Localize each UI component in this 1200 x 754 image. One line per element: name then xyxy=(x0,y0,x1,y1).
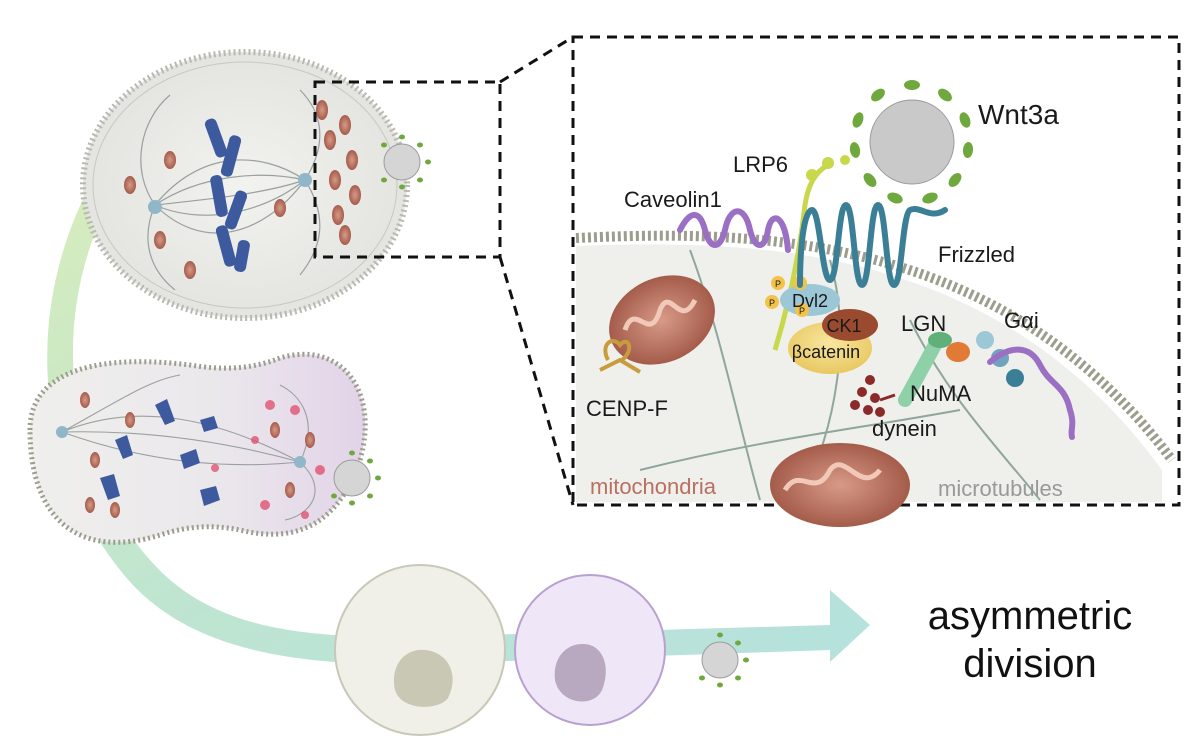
cenpf-protein xyxy=(599,339,642,374)
numa-protein xyxy=(946,342,970,362)
frizzled-receptor xyxy=(797,201,948,289)
caption-asymmetric-division: asymmetric division xyxy=(880,592,1180,688)
mitochondrion-large-2 xyxy=(770,443,910,527)
label-numa: NuMA xyxy=(910,381,971,406)
lgn-protein xyxy=(898,332,952,407)
label-wnt3a: Wnt3a xyxy=(978,99,1059,130)
label-lgn: LGN xyxy=(901,311,946,336)
metaphase-cell xyxy=(80,49,431,321)
inset-panel: P P P P xyxy=(575,80,1177,527)
wnt-bead-small-3 xyxy=(699,632,749,688)
wnt-bead-small-2 xyxy=(331,450,381,506)
caveolin1-protein-right xyxy=(987,346,1076,440)
label-galphai: Gαi xyxy=(1004,308,1039,333)
label-frizzled: Frizzled xyxy=(938,242,1015,267)
wnt-bead-small xyxy=(381,134,431,190)
label-dynein: dynein xyxy=(872,416,937,441)
label-lrp6: LRP6 xyxy=(733,152,788,177)
label-microtubules: microtubules xyxy=(938,476,1063,501)
svg-text:P: P xyxy=(769,298,775,308)
wnt3a-bead xyxy=(849,80,974,204)
chromosomes xyxy=(204,118,250,273)
svg-text:P: P xyxy=(775,279,781,289)
daughter-cell-2 xyxy=(514,574,666,726)
dvl2-protein xyxy=(780,284,840,316)
label-cenpf: CENP-F xyxy=(586,396,668,421)
caveolin1-protein xyxy=(677,208,791,253)
caption-line-2: division xyxy=(963,642,1097,686)
label-caveolin1: Caveolin1 xyxy=(624,187,722,212)
label-ck1: CK1 xyxy=(826,316,861,336)
daughter-cell-1 xyxy=(334,564,506,736)
ck1-protein xyxy=(822,309,878,341)
mitochondria-cluster xyxy=(124,100,361,279)
caption-line-1: asymmetric xyxy=(927,594,1133,638)
anaphase-cell xyxy=(27,351,381,545)
dynein-protein xyxy=(850,375,896,417)
mitochondrion-large-1 xyxy=(609,275,715,365)
galphai-protein xyxy=(976,331,1024,387)
label-bcatenin: βcatenin xyxy=(792,342,860,362)
label-dvl2: Dvl2 xyxy=(792,291,828,311)
label-mitochondria: mitochondria xyxy=(590,474,717,499)
svg-text:P: P xyxy=(799,306,805,316)
